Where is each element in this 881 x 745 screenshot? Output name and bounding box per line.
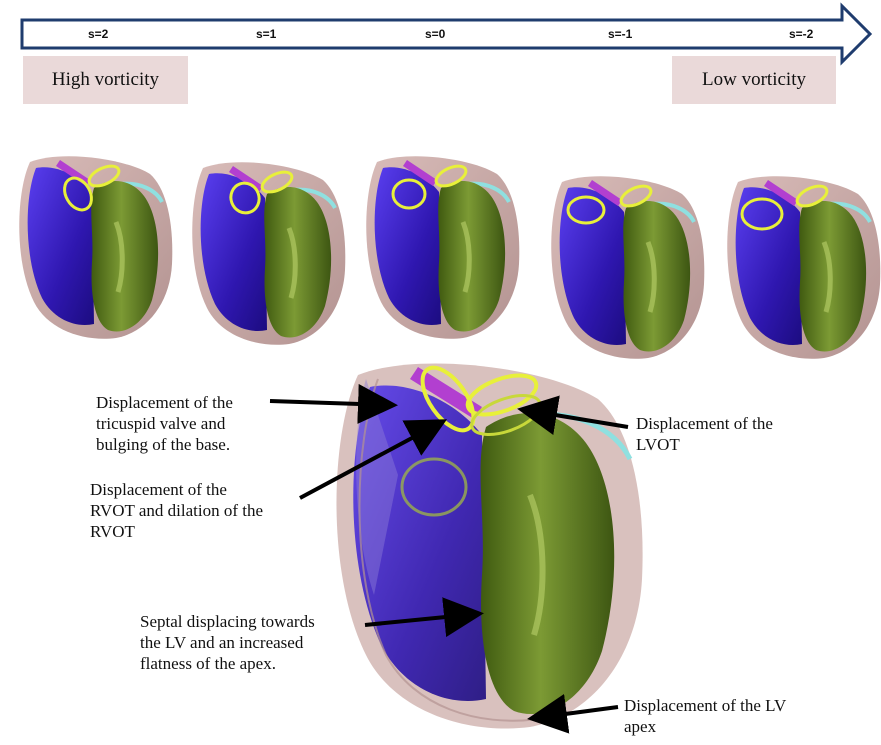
high-vorticity-label: High vorticity <box>23 56 188 104</box>
heart-s0 <box>366 156 519 339</box>
annotation-lvot: Displacement of the LVOT <box>636 413 773 455</box>
scale-label-s-minus1: s=-1 <box>608 27 632 41</box>
heart-overlay-large <box>336 359 642 728</box>
scale-label-s0: s=0 <box>425 27 445 41</box>
annotation-tricuspid: Displacement of the tricuspid valve and … <box>96 392 233 455</box>
heart-s1 <box>192 162 345 345</box>
heart-s-minus1 <box>551 176 704 359</box>
heart-s-minus2 <box>727 176 880 359</box>
scale-label-s1: s=1 <box>256 27 276 41</box>
annotation-septal: Septal displacing towards the LV and an … <box>140 611 315 674</box>
annotation-lv-apex: Displacement of the LV apex <box>624 695 786 737</box>
low-vorticity-label: Low vorticity <box>672 56 836 104</box>
scale-arrow <box>22 6 870 62</box>
scale-label-s2: s=2 <box>88 27 108 41</box>
scale-label-s-minus2: s=-2 <box>789 27 813 41</box>
annotation-rvot: Displacement of the RVOT and dilation of… <box>90 479 263 542</box>
heart-s2 <box>19 156 172 339</box>
